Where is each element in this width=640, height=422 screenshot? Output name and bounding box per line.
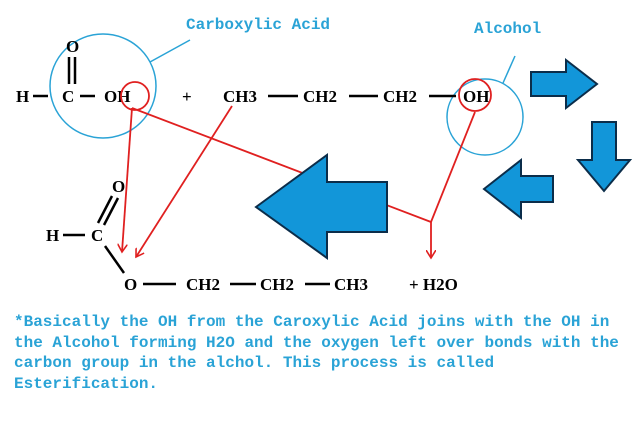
carboxylic-acid-label: Carboxylic Acid [186, 16, 330, 34]
reactant-ch2-b: CH2 [383, 87, 417, 106]
alcohol-label: Alcohol [474, 20, 541, 38]
reactant-ch2-a: CH2 [303, 87, 337, 106]
product-o-link: O [124, 275, 137, 294]
alcohol-leader [502, 55, 516, 84]
oh2-highlight-circle [458, 78, 492, 112]
carboxylic-acid-circle [49, 33, 157, 139]
reactant-o-top: O [66, 37, 79, 56]
red-arrow-chain-to-o [136, 105, 233, 257]
product-water: + H2O [409, 275, 458, 294]
red-arrow-oh-to-o [122, 107, 133, 252]
alcohol-circle [446, 78, 524, 156]
product-c: C [91, 226, 103, 245]
arrow-right-icon [530, 57, 599, 111]
reactant-oh: OH [104, 87, 130, 106]
product-ch3: CH3 [334, 275, 368, 294]
double-bond-right [102, 197, 120, 226]
plus-sign: + [182, 87, 192, 106]
reactant-ch3: CH3 [223, 87, 257, 106]
carboxylic-acid-leader [149, 39, 191, 63]
reactant-h: H [16, 87, 29, 106]
double-bond-left [96, 195, 114, 224]
product-o-top: O [112, 177, 125, 196]
reactant-c: C [62, 87, 74, 106]
explanation-caption: *Basically the OH from the Caroxylic Aci… [14, 313, 619, 393]
arrow-left-icon [482, 157, 554, 221]
bond [103, 245, 126, 274]
red-line-oh2-to-water [430, 111, 476, 223]
large-arrow-left-icon [254, 153, 388, 260]
arrow-down-icon [575, 121, 633, 193]
product-ch2-a: CH2 [186, 275, 220, 294]
product-ch2-b: CH2 [260, 275, 294, 294]
reactant-oh2: OH [463, 87, 489, 106]
product-h: H [46, 226, 59, 245]
